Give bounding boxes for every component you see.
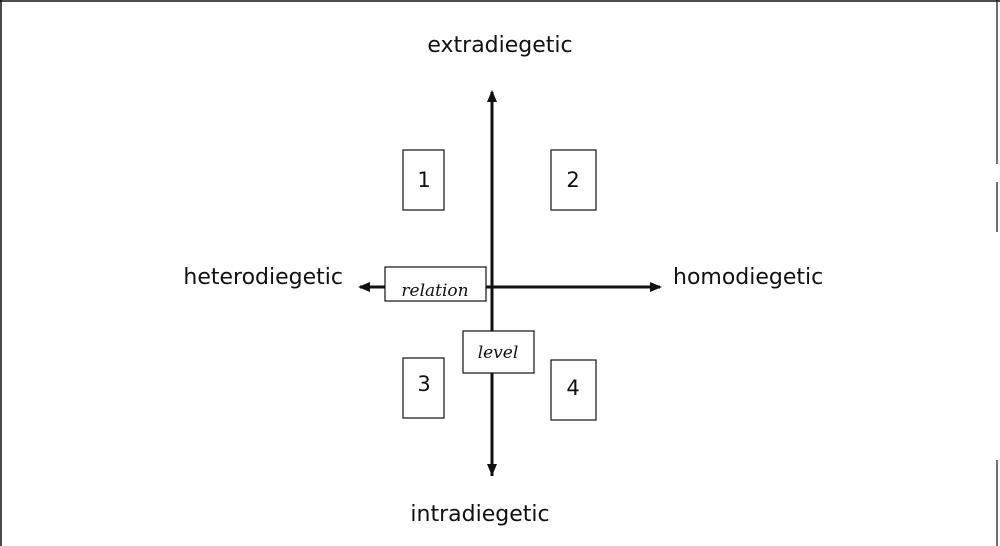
- pole-label-left: heterodiegetic: [183, 265, 343, 290]
- level-tag: level: [462, 330, 535, 374]
- relation-tag: relation: [384, 266, 487, 302]
- relation-tag-label: relation: [401, 281, 468, 301]
- quadrant-box-4: 4: [550, 359, 597, 421]
- quadrant-number-4: 4: [566, 376, 579, 400]
- quadrant-box-3: 3: [402, 357, 445, 419]
- quadrant-number-1: 1: [417, 168, 430, 192]
- quadrant-box-3-frame: [402, 357, 445, 419]
- quadrant-number-3: 3: [417, 372, 430, 396]
- quadrant-box-2: 2: [550, 149, 597, 211]
- quadrant-number-2: 2: [566, 168, 579, 192]
- relation-tag-box: [384, 266, 487, 302]
- level-tag-label: level: [478, 343, 519, 363]
- pole-label-top: extradiegetic: [427, 33, 572, 58]
- pole-label-bottom: intradiegetic: [410, 502, 549, 527]
- quadrant-box-4-frame: [550, 359, 597, 421]
- quadrant-box-1: 1: [402, 149, 445, 211]
- pole-label-right: homodiegetic: [673, 265, 823, 290]
- quadrant-box-2-frame: [550, 149, 597, 211]
- quadrant-box-1-frame: [402, 149, 445, 211]
- level-tag-box: [462, 330, 535, 374]
